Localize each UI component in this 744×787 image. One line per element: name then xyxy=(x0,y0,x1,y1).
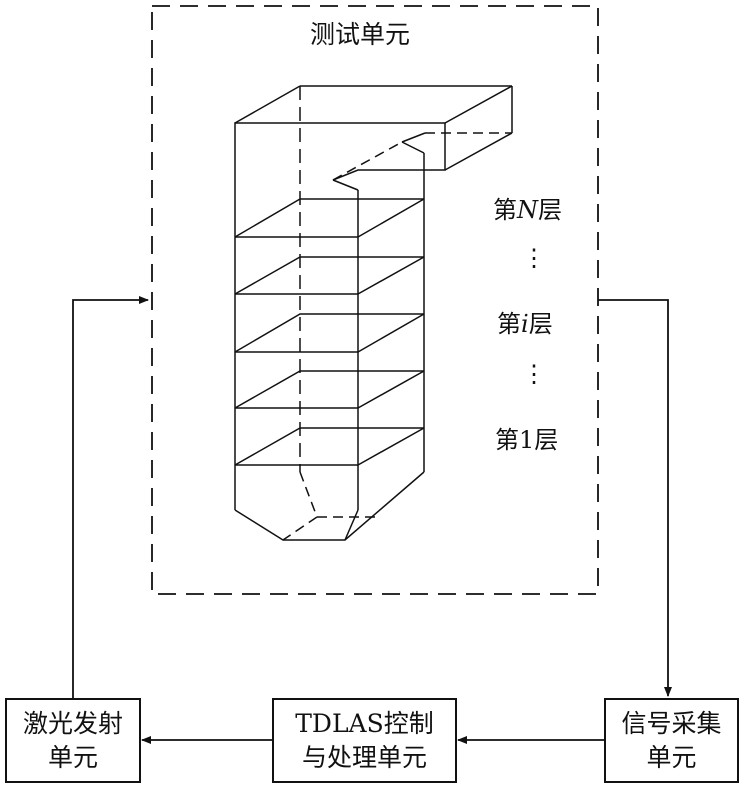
layer-prefix: 第 xyxy=(493,196,517,224)
block-line: 单元 xyxy=(47,742,98,772)
floor-planes xyxy=(234,198,425,466)
tdlas-control-unit: TDLAS控制 与处理单元 xyxy=(272,698,457,783)
signal-acquisition-unit: 信号采集 单元 xyxy=(604,698,739,783)
layer-ellipsis: ⋮ xyxy=(522,244,546,272)
laser-emission-unit: 激光发射 单元 xyxy=(5,698,141,783)
layer-label-bottom: 第1层 xyxy=(495,428,558,452)
layer-suffix: 层 xyxy=(528,310,553,338)
test-unit-title: 测试单元 xyxy=(310,20,411,49)
furnace-model xyxy=(234,85,513,541)
layer-suffix: 层 xyxy=(534,426,559,454)
block-line: 激光发射 xyxy=(22,708,123,738)
layer-var: N xyxy=(517,196,538,224)
test-unit-frame xyxy=(151,5,599,595)
arrow-test-to-signal xyxy=(598,299,672,697)
block-line: TDLAS控制 xyxy=(295,708,434,738)
layer-var: i xyxy=(521,310,529,338)
block-line: 单元 xyxy=(646,742,697,772)
block-line: 信号采集 xyxy=(621,708,722,738)
layer-label-middle: 第i层 xyxy=(497,312,553,336)
layer-suffix: 层 xyxy=(538,196,562,224)
layer-prefix: 第 xyxy=(497,310,521,338)
layer-var: 1 xyxy=(519,426,535,454)
layer-ellipsis: ⋮ xyxy=(522,360,546,388)
layer-label-top: 第N层 xyxy=(493,198,562,222)
arrow-laser-to-test xyxy=(72,296,149,698)
block-line: 与处理单元 xyxy=(301,742,427,772)
layer-prefix: 第 xyxy=(495,426,519,454)
